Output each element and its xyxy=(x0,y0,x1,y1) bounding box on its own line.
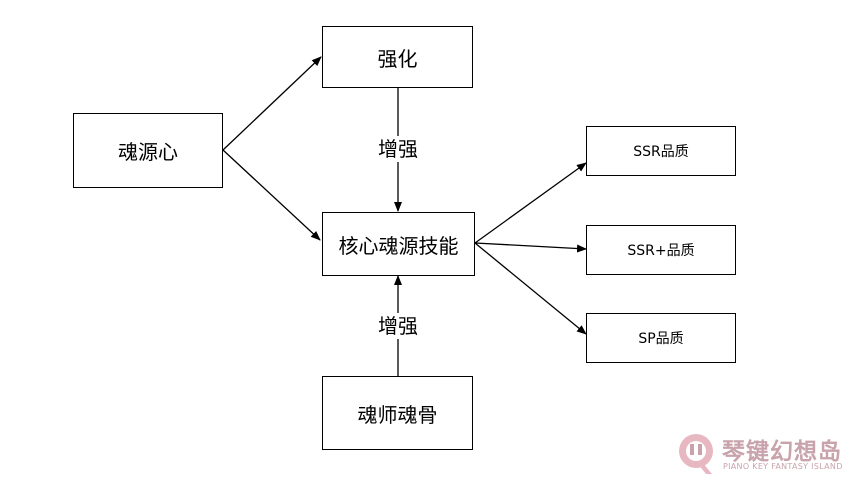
node-ssr: SSR品质 xyxy=(586,126,736,176)
node-hun-yuan-xin: 魂源心 xyxy=(73,113,223,188)
piano-key-icon xyxy=(679,434,713,474)
edge-hunyuanxin-to-qianghua xyxy=(222,56,322,151)
watermark-logo: 琴键幻想岛 PIANO KEY FANTASY ISLAND xyxy=(676,432,852,476)
edge-hunyuanxin-to-core-skill xyxy=(222,149,321,241)
edge-label-strengthen-top: 增强 xyxy=(376,136,420,162)
node-ssr-plus: SSR+品质 xyxy=(586,225,736,275)
node-sp: SP品质 xyxy=(586,313,736,363)
watermark-title: 琴键幻想岛 xyxy=(722,439,842,465)
edge-label-strengthen-bottom: 增强 xyxy=(376,313,420,339)
edge-core-skill-to-ssr-plus xyxy=(474,242,587,253)
node-core-skill: 核心魂源技能 xyxy=(322,212,475,276)
edge-core-skill-to-sp xyxy=(474,242,587,335)
watermark-subtitle: PIANO KEY FANTASY ISLAND xyxy=(723,462,843,471)
node-hun-shi-gu: 魂师魂骨 xyxy=(322,376,473,450)
node-qiang-hua: 强化 xyxy=(322,26,473,88)
edge-core-skill-to-ssr xyxy=(474,162,587,244)
